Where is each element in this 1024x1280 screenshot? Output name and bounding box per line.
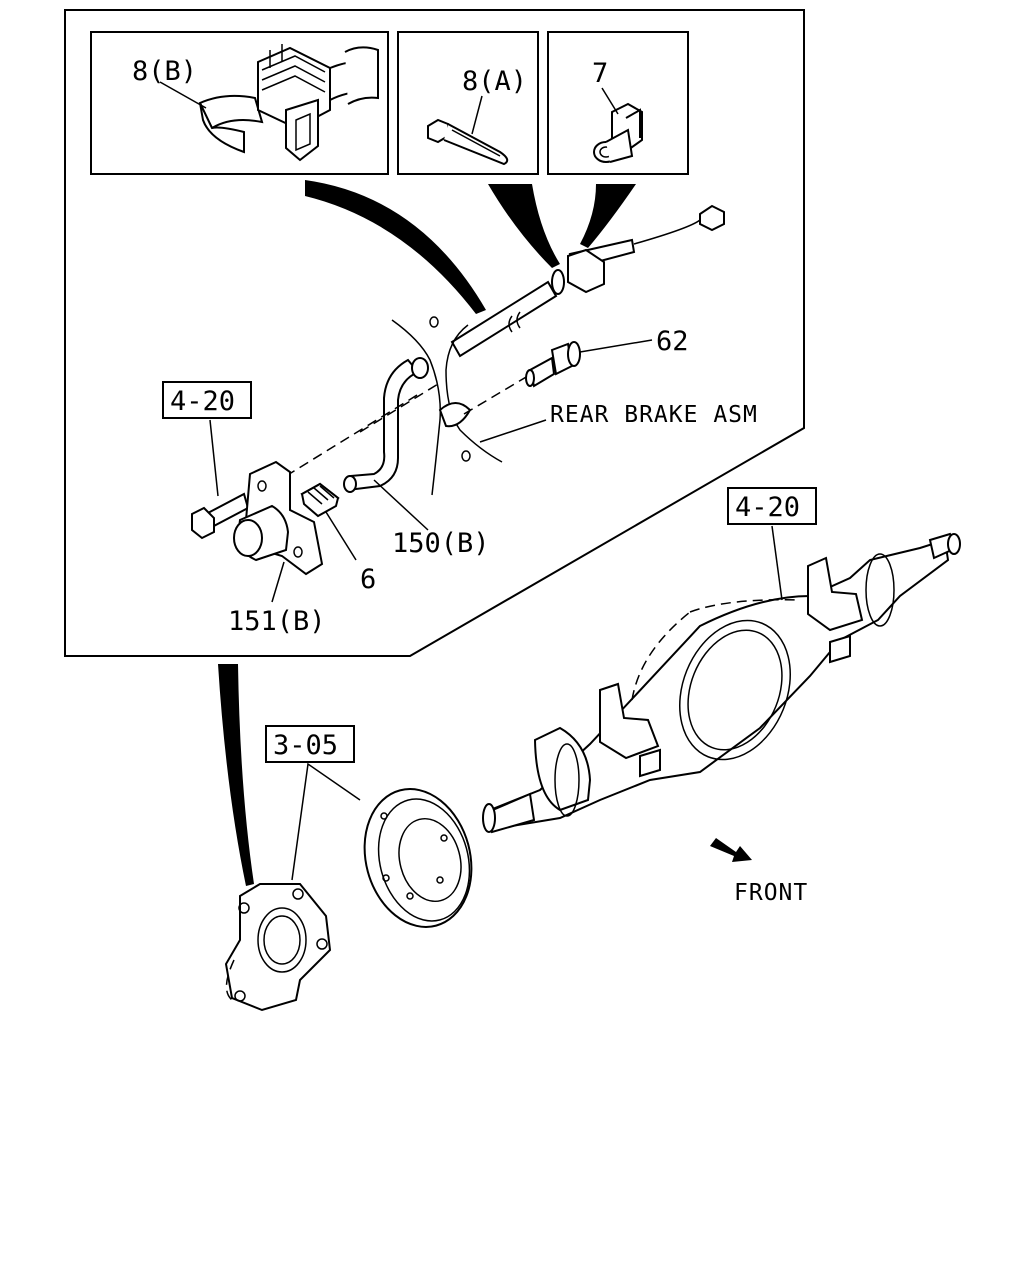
leader-150b: [373, 479, 429, 531]
pointer-7: [580, 184, 636, 248]
ref-3-05: 3-05: [273, 730, 338, 761]
sensor-cable: [450, 204, 725, 358]
label-151b: 151(B): [228, 606, 326, 637]
pointer-8a: [488, 184, 560, 268]
label-rear-brake-asm: REAR BRAKE ASM: [550, 402, 758, 428]
clip-8b-box: [90, 31, 389, 175]
leader-8a: [471, 95, 483, 135]
leader-151b: [271, 561, 285, 603]
leader-4-20-axle: [771, 525, 783, 601]
label-6: 6: [360, 564, 376, 595]
pointer-8b: [305, 180, 486, 314]
label-7: 7: [592, 58, 608, 89]
leader-4-20-top: [209, 419, 219, 497]
tie-8a-box: [397, 31, 539, 175]
brake-pipe-150b: [343, 357, 429, 493]
brake-backing-plate: [363, 788, 473, 928]
label-62: 62: [656, 326, 689, 357]
leader-rear-brake: [479, 419, 547, 443]
ref-4-20-axle: 4-20: [735, 492, 800, 523]
spider-bracket: [224, 883, 332, 1012]
clip-7-box: [547, 31, 689, 175]
pointer-inset-to-bracket: [218, 664, 254, 886]
roller-6: [300, 482, 340, 518]
clip-8b-drawing: [198, 44, 379, 162]
ref-box-3-05: [265, 725, 355, 763]
leader-6: [325, 511, 357, 561]
ref-box-4-20-axle: [727, 487, 817, 525]
leader-62: [579, 339, 653, 353]
label-front: FRONT: [734, 880, 808, 906]
bracket-bolt: [191, 492, 250, 540]
dash-line-1: [285, 391, 423, 477]
bracket-151b: [233, 460, 324, 576]
ref-box-4-20-top: [162, 381, 252, 419]
label-150b: 150(B): [392, 528, 490, 559]
detail-inset-frame: [64, 9, 805, 657]
rear-brake-plate: [391, 316, 503, 496]
tie-8a-drawing: [427, 118, 509, 166]
label-8b: 8(B): [132, 56, 197, 87]
axle-housing: [482, 532, 961, 834]
leader-3-05: [291, 762, 361, 881]
label-8a: 8(A): [462, 66, 527, 97]
front-arrow-icon: [710, 838, 752, 862]
bolt-62: [525, 341, 581, 388]
leader-7: [601, 87, 619, 115]
clip-7-drawing: [593, 102, 643, 163]
ref-4-20-top: 4-20: [170, 386, 235, 417]
leader-8b: [159, 81, 207, 109]
